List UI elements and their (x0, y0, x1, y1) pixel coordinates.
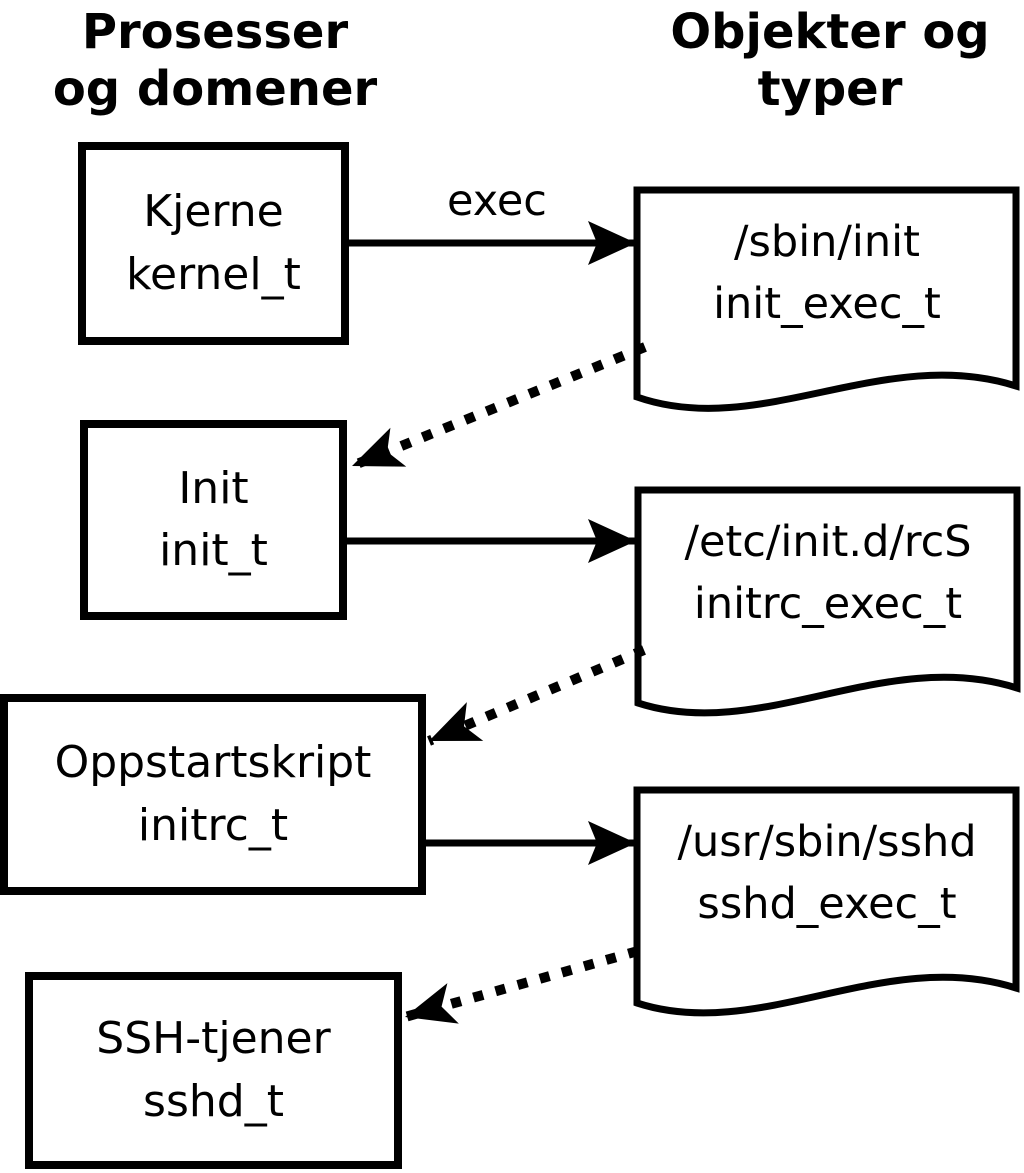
column-header-processes: Prosesser og domener (52, 4, 378, 117)
object-node-label-usr-sbin-sshd: /usr/sbin/sshd sshd_exec_t (637, 812, 1017, 936)
transition-arrow-to-sshd-t (403, 946, 640, 1024)
process-name: Init (178, 462, 249, 514)
process-node-initrc: Oppstartskript initrc_t (0, 694, 426, 895)
process-domain: sshd_t (143, 1075, 284, 1127)
object-node-shape-sbin-init (633, 186, 1020, 412)
process-domain: initrc_t (137, 799, 289, 851)
column-header-objects: Objekter og typer (670, 4, 990, 117)
process-name: SSH-tjener (96, 1013, 331, 1065)
object-type: initrc_exec_t (693, 578, 963, 629)
object-node-label-etc-initd-rcs: /etc/init.d/rcS initrc_exec_t (638, 512, 1018, 636)
process-node-sshd: SSH-tjener sshd_t (25, 972, 402, 1169)
transition-arrow-to-init-t (350, 342, 647, 471)
object-path: /etc/init.d/rcS (684, 517, 972, 567)
process-domain: init_t (159, 525, 268, 576)
object-path: /usr/sbin/sshd (677, 817, 977, 867)
object-node-shape-usr-sbin-sshd (633, 786, 1020, 1017)
object-type: init_exec_t (713, 278, 941, 329)
process-node-init: Init init_t (80, 420, 347, 620)
object-node-shape-etc-initd-rcs (634, 486, 1021, 717)
object-path: /sbin/init (734, 217, 920, 267)
process-name: Kjerne (143, 186, 284, 238)
process-domain: kernel_t (126, 248, 301, 300)
exec-arrow-label: exec (447, 176, 547, 226)
process-name: Oppstartskript (54, 737, 372, 789)
transition-arrow-to-initrc-t (427, 645, 646, 746)
process-node-kernel: Kjerne kernel_t (78, 142, 349, 345)
object-type: sshd_exec_t (697, 878, 957, 929)
object-node-label-sbin-init: /sbin/init init_exec_t (637, 212, 1017, 336)
